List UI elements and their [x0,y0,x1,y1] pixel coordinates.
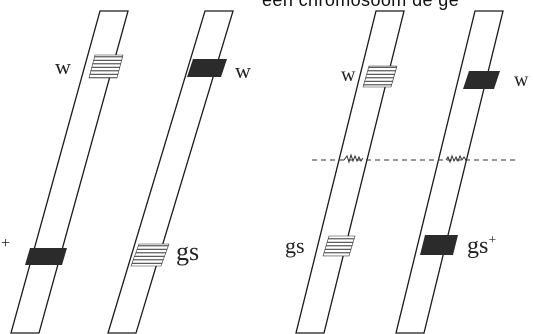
w-band-striped [88,54,124,79]
label-plus-superscript: + [488,233,497,248]
right-chromosome-1 [295,10,405,334]
left-chromosome-1 [10,10,129,334]
label-gs-right-2-text: gs [467,233,489,259]
gs-band-striped-right [322,235,356,257]
label-gs-plus-right-2: gs+ [467,233,496,260]
label-gs-left-2: gs [176,237,200,266]
label-plus-left-1: + [1,235,11,252]
w-band-dark-right [463,71,500,89]
label-w-left-2: w [235,58,251,83]
w-band-dark [187,59,227,77]
crossover-squiggle-1 [343,153,364,164]
left-chromosome-2 [107,10,234,334]
label-gs-right-1: gs [285,233,305,258]
w-band-striped-right [362,65,398,88]
gs-band-striped [130,243,170,267]
gs-plus-band-dark [420,235,458,255]
right-chromosome-2 [395,10,504,334]
plus-band-dark [25,248,67,265]
label-w-right-1: w [341,64,356,86]
label-w-left-1: w [55,54,71,79]
label-w-right-2: w [514,69,529,91]
partial-caption-text: een chromosoom de ge [262,0,460,10]
